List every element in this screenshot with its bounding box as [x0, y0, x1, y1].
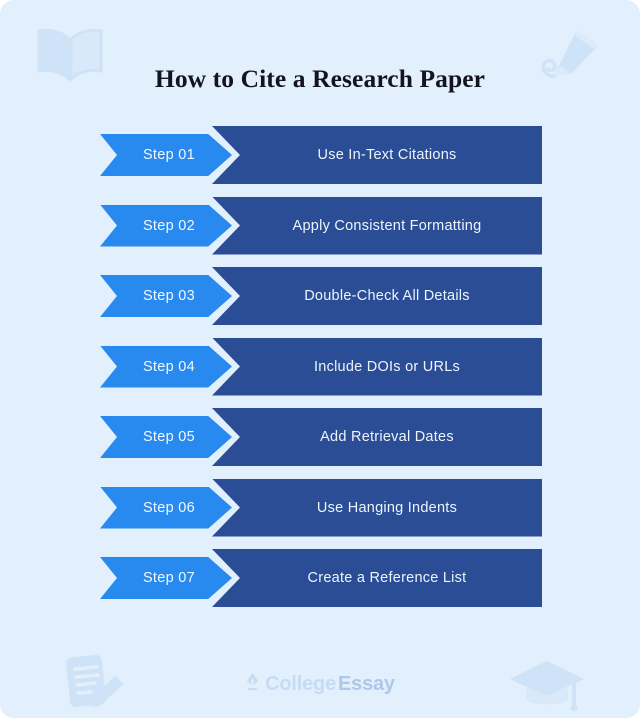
list-item[interactable]: Include DOIs or URLs Step 04 [0, 332, 640, 403]
step-label: Use Hanging Indents [316, 499, 458, 516]
step-label: Create a Reference List [307, 570, 467, 586]
list-item[interactable]: Use In-Text Citations Step 01 [0, 120, 640, 191]
step-number: Step 01 [142, 147, 196, 163]
list-item[interactable]: Use Hanging Indents Step 06 [0, 473, 640, 544]
step-banner[interactable]: Create a Reference List [212, 549, 542, 607]
step-number-chevron[interactable]: Step 04 [100, 345, 232, 388]
step-number-chevron[interactable]: Step 02 [100, 204, 232, 247]
list-item[interactable]: Double-Check All Details Step 03 [0, 261, 640, 332]
brand-name-secondary: Essay [338, 673, 395, 695]
step-number: Step 03 [142, 288, 196, 304]
step-number-chevron[interactable]: Step 03 [100, 275, 232, 317]
step-label: Double-Check All Details [304, 288, 470, 304]
step-banner[interactable]: Use In-Text Citations [212, 126, 542, 184]
brand-logo[interactable]: College Essay [0, 672, 640, 697]
step-number: Step 06 [142, 499, 196, 516]
step-number: Step 04 [142, 358, 196, 375]
step-number: Step 07 [142, 570, 196, 586]
step-banner[interactable]: Double-Check All Details [212, 267, 542, 325]
step-label: Include DOIs or URLs [313, 358, 461, 375]
step-label: Apply Consistent Formatting [292, 217, 482, 234]
page-title: How to Cite a Research Paper [154, 64, 486, 93]
step-number-chevron[interactable]: Step 05 [100, 416, 232, 458]
step-label: Use In-Text Citations [317, 147, 457, 163]
step-banner[interactable]: Use Hanging Indents [212, 478, 542, 537]
step-label: Add Retrieval Dates [320, 429, 454, 445]
list-item[interactable]: Apply Consistent Formatting Step 02 [0, 191, 640, 262]
step-number: Step 05 [142, 429, 196, 445]
step-number: Step 02 [142, 217, 196, 234]
step-number-chevron[interactable]: Step 07 [100, 557, 232, 599]
list-item[interactable]: Add Retrieval Dates Step 05 [0, 402, 640, 473]
step-number-chevron[interactable]: Step 06 [100, 486, 232, 529]
step-banner[interactable]: Apply Consistent Formatting [212, 196, 542, 255]
pen-nib-icon [245, 672, 260, 697]
steps-list: Use In-Text Citations Step 01 Apply Cons… [0, 120, 640, 614]
step-banner[interactable]: Include DOIs or URLs [212, 337, 542, 396]
step-banner[interactable]: Add Retrieval Dates [212, 408, 542, 466]
brand-name-primary: College [265, 673, 336, 695]
list-item[interactable]: Create a Reference List Step 07 [0, 543, 640, 614]
step-number-chevron[interactable]: Step 01 [100, 134, 232, 176]
